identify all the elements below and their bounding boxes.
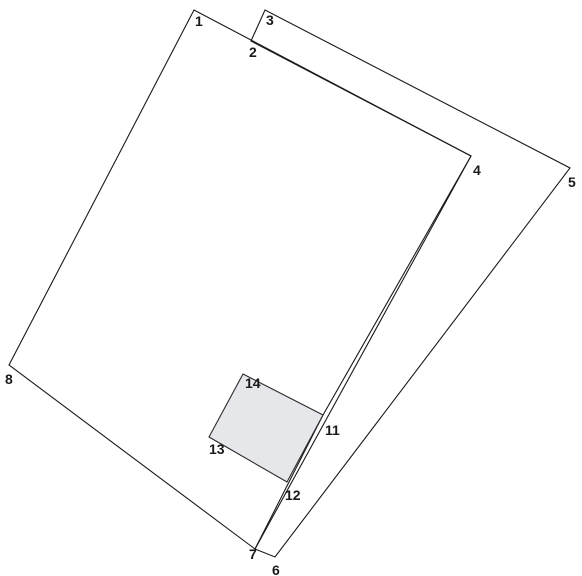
vertex-label-2: 2 — [249, 44, 257, 60]
vertex-label-1: 1 — [195, 13, 203, 29]
outer-parcel-outline — [250, 9, 571, 558]
vertex-label-6: 6 — [272, 562, 280, 576]
vertex-label-4: 4 — [473, 162, 481, 178]
shaded-sub-parcel — [208, 373, 324, 483]
vertex-label-3: 3 — [266, 12, 274, 28]
vertex-label-13: 13 — [209, 441, 225, 457]
main-parcel-outline — [8, 9, 472, 550]
vertex-label-12: 12 — [285, 487, 301, 503]
vertex-label-5: 5 — [568, 174, 576, 190]
vertex-label-11: 11 — [325, 422, 340, 438]
vertex-label-8: 8 — [5, 371, 13, 387]
vertex-label-7: 7 — [249, 546, 257, 562]
vertex-label-14: 14 — [245, 375, 261, 391]
